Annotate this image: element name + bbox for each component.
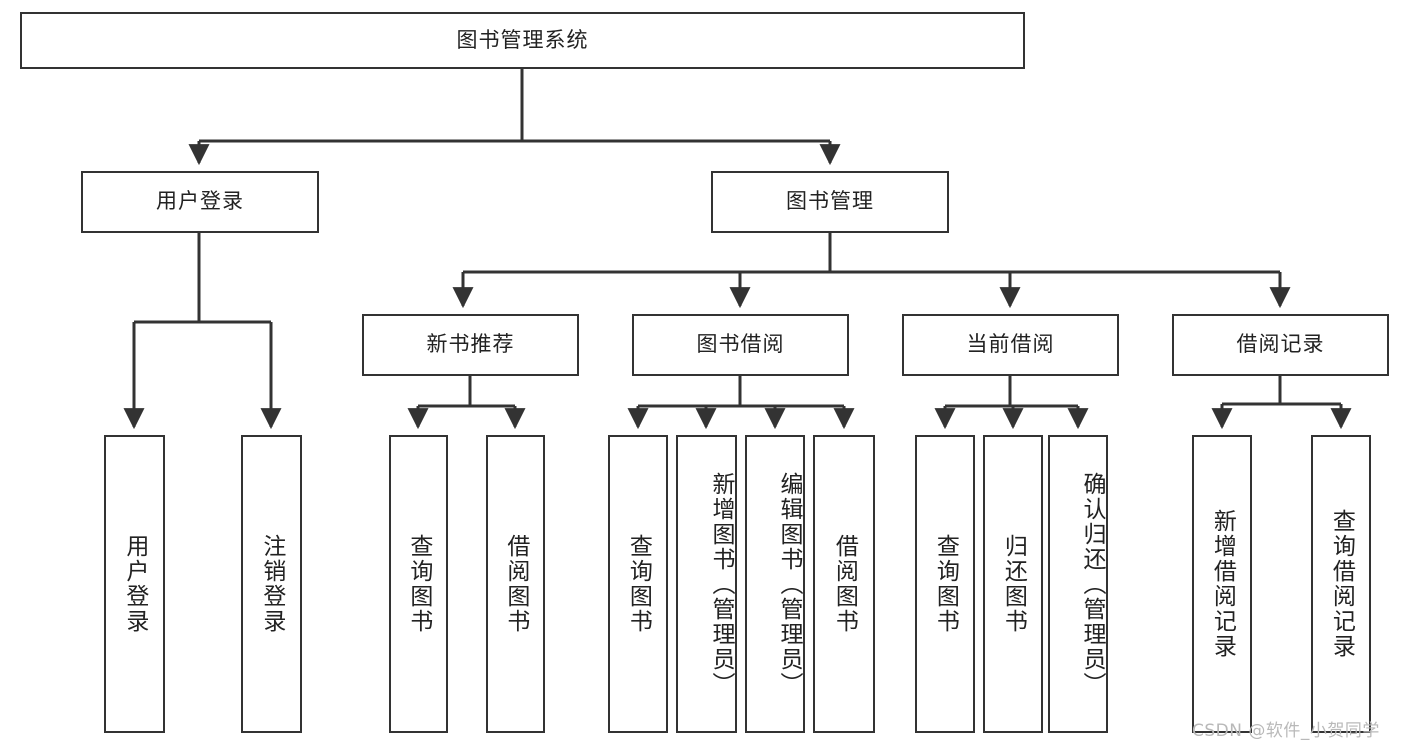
node-leaf-user-login-label: 用户登录: [121, 534, 148, 634]
node-leaf-return-book-label: 归还图书: [1000, 534, 1027, 634]
node-book-manage[interactable]: 图书管理: [711, 171, 949, 233]
node-user-login[interactable]: 用户登录: [81, 171, 319, 233]
node-leaf-return-book[interactable]: 归还图书: [983, 435, 1043, 733]
node-leaf-edit-book[interactable]: 编辑图书（管理员）: [745, 435, 805, 733]
node-leaf-query-book-rec[interactable]: 查询图书: [389, 435, 448, 733]
watermark-text: CSDN @软件_小贺同学: [1192, 721, 1380, 741]
node-leaf-add-book-label: 新增图书（管理员）: [708, 471, 734, 697]
node-leaf-add-record-label: 新增借阅记录: [1209, 509, 1236, 659]
node-leaf-borrow-book-rec-label: 借阅图书: [502, 534, 529, 634]
node-leaf-confirm-return[interactable]: 确认归还（管理员）: [1048, 435, 1108, 733]
node-leaf-query-book-cb-label: 查询图书: [932, 534, 959, 634]
node-leaf-user-login[interactable]: 用户登录: [104, 435, 165, 733]
node-leaf-query-book-bb-label: 查询图书: [625, 534, 652, 634]
node-leaf-query-book-cb[interactable]: 查询图书: [915, 435, 975, 733]
node-current-borrow[interactable]: 当前借阅: [902, 314, 1119, 376]
node-leaf-confirm-return-label: 确认归还（管理员）: [1079, 471, 1105, 697]
watermark: CSDN @软件_小贺同学: [1192, 716, 1380, 741]
node-root-label: 图书管理系统: [456, 27, 589, 52]
node-leaf-query-record-label: 查询借阅记录: [1328, 509, 1355, 659]
node-book-manage-label: 图书管理: [786, 189, 874, 214]
node-leaf-borrow-book-bb-label: 借阅图书: [831, 534, 858, 634]
node-current-borrow-label: 当前借阅: [966, 332, 1055, 357]
node-new-book-rec-label: 新书推荐: [426, 332, 515, 357]
node-user-login-label: 用户登录: [156, 189, 244, 214]
node-borrow-record[interactable]: 借阅记录: [1172, 314, 1389, 376]
node-leaf-logout-label: 注销登录: [258, 534, 285, 634]
node-root[interactable]: 图书管理系统: [20, 12, 1025, 69]
node-leaf-borrow-book-rec[interactable]: 借阅图书: [486, 435, 545, 733]
node-borrow-record-label: 借阅记录: [1236, 332, 1325, 357]
node-leaf-edit-book-label: 编辑图书（管理员）: [776, 471, 802, 697]
node-leaf-query-book-rec-label: 查询图书: [405, 534, 432, 634]
node-leaf-query-record[interactable]: 查询借阅记录: [1311, 435, 1371, 733]
node-leaf-add-book[interactable]: 新增图书（管理员）: [676, 435, 737, 733]
node-leaf-borrow-book-bb[interactable]: 借阅图书: [813, 435, 875, 733]
node-book-borrow-label: 图书借阅: [696, 332, 785, 357]
node-new-book-rec[interactable]: 新书推荐: [362, 314, 579, 376]
node-leaf-query-book-bb[interactable]: 查询图书: [608, 435, 668, 733]
node-leaf-add-record[interactable]: 新增借阅记录: [1192, 435, 1252, 733]
node-leaf-logout[interactable]: 注销登录: [241, 435, 302, 733]
node-book-borrow[interactable]: 图书借阅: [632, 314, 849, 376]
